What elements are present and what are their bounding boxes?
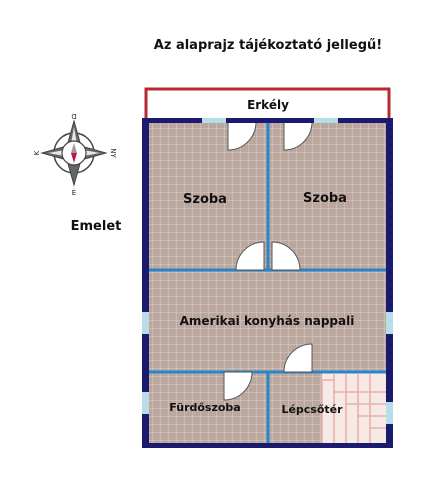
door-right-living [271, 241, 301, 271]
balcony-label: Erkély [247, 98, 289, 112]
room-label-bathroom: Fürdőszoba [169, 401, 240, 414]
compass-south: D [71, 112, 76, 120]
door-right-room [283, 121, 313, 151]
windows [142, 118, 393, 424]
room-label-left: Szoba [183, 192, 227, 207]
notice-text: Az alaprajz tájékoztató jellegű! [154, 38, 382, 53]
room-label-right: Szoba [303, 191, 347, 206]
balcony-outline [144, 87, 391, 120]
outer-walls [142, 118, 393, 448]
floor-label: Emelet [71, 219, 122, 234]
door-living-stair [283, 343, 313, 373]
compass-north: É [72, 188, 76, 197]
room-label-staircase: Lépcsőtér [281, 403, 343, 416]
door-bathroom [223, 371, 253, 401]
compass-west: NY [109, 148, 117, 158]
door-left-room [227, 121, 257, 151]
room-label-living: Amerikai konyhás nappali [180, 314, 355, 328]
compass-icon: D É NY K [33, 112, 117, 197]
door-left-living [235, 241, 265, 271]
door-swings [223, 121, 313, 401]
staircase-steps [321, 372, 388, 444]
inner-walls [148, 122, 388, 444]
compass-east: K [33, 150, 41, 155]
